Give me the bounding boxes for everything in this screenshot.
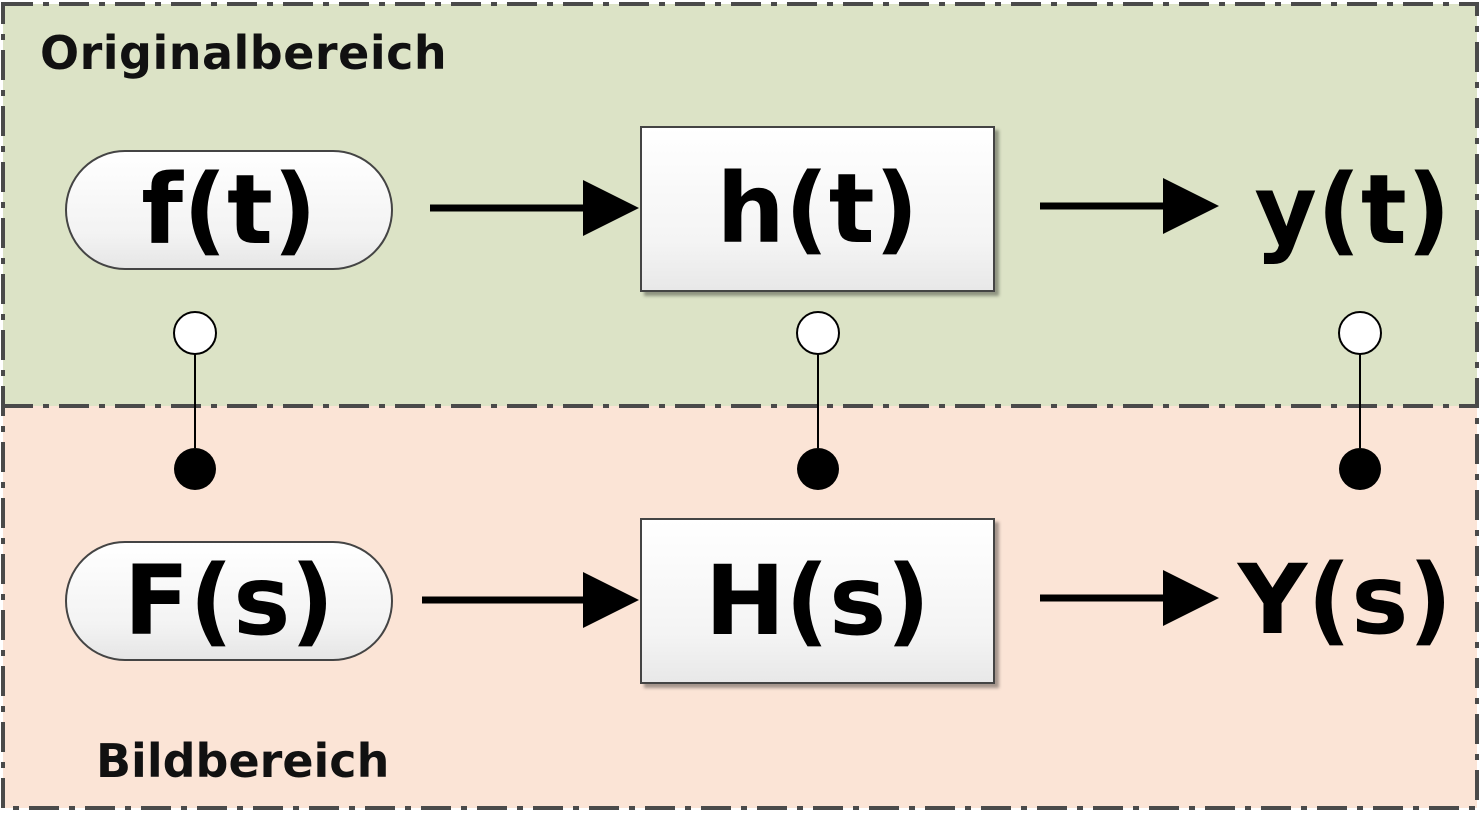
system-block-time: h(t)	[640, 126, 995, 292]
input-signal-laplace: F(s)	[65, 541, 393, 661]
output-signal-time: y(t)	[1254, 154, 1451, 266]
output-signal-laplace: Y(s)	[1237, 544, 1453, 656]
image-region-label: Bildbereich	[96, 734, 390, 788]
open-circle-icon	[1338, 311, 1382, 355]
filled-circle-icon	[174, 448, 216, 490]
filled-circle-icon	[797, 448, 839, 490]
open-circle-icon	[796, 311, 840, 355]
filled-circle-icon	[1339, 448, 1381, 490]
correspondence-h-H	[796, 311, 840, 490]
original-region-label: Originalbereich	[40, 26, 448, 80]
input-signal-time: f(t)	[65, 150, 393, 270]
correspondence-y-Y	[1338, 311, 1382, 490]
system-block-laplace: H(s)	[640, 518, 995, 684]
open-circle-icon	[173, 311, 217, 355]
correspondence-f-F	[173, 311, 217, 490]
